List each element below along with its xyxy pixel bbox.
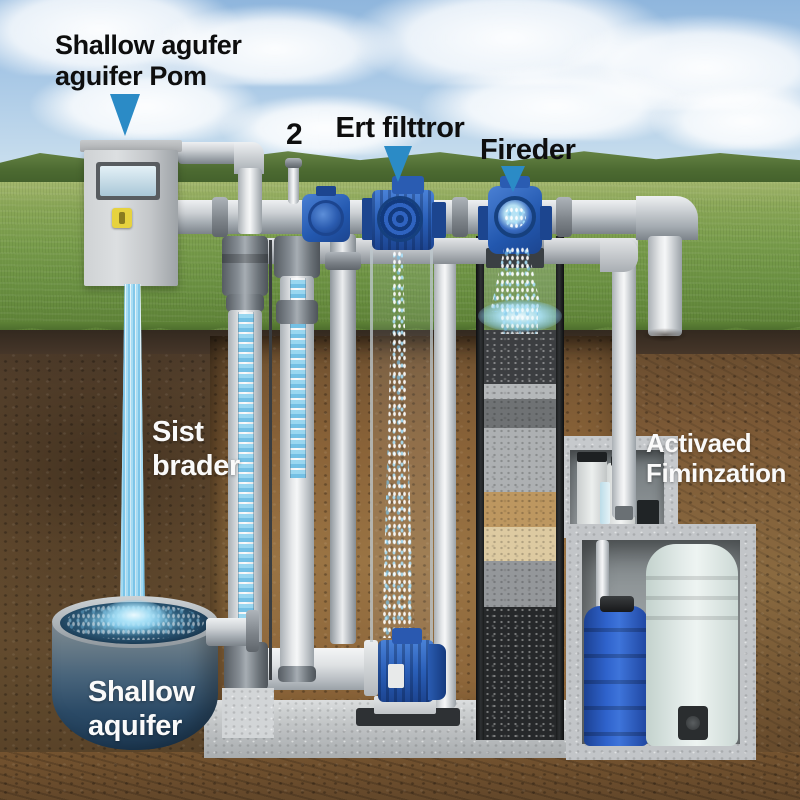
- wellhead-riser-pipe: [238, 168, 262, 234]
- label-aquifer-line2: aquifer: [88, 709, 182, 742]
- filter-layer-sand-tan: [484, 492, 556, 527]
- wellhead-2-body: [274, 236, 320, 278]
- feeder-face-water: [504, 206, 526, 228]
- control-panel-screen[interactable]: [100, 166, 156, 196]
- sand-filter-pump-face: [377, 196, 423, 242]
- gauge-cap: [285, 158, 302, 168]
- label-well-pump-line1: Shallow agufer: [55, 30, 242, 60]
- label-well-pump: Shallow agufer aguifer Pom: [55, 30, 242, 93]
- storage-tank-pale-ribs: [646, 560, 738, 634]
- well-1-water-window: [238, 312, 254, 652]
- filter-layer-sand-cream: [484, 527, 556, 561]
- booster-pump-nameplate: [388, 664, 404, 688]
- filter-unit-a-cap: [577, 452, 607, 462]
- soil-bottom-strip: [0, 752, 800, 800]
- vault-black-box: [637, 500, 659, 528]
- label-soil: Sist brader: [152, 416, 240, 483]
- pipe-ground-shadow: [642, 328, 688, 342]
- basin-outlet-flange: [246, 610, 259, 652]
- control-panel-lid: [80, 140, 182, 152]
- main-pipe-coupling: [212, 197, 228, 237]
- wellhead-1-collar: [226, 294, 264, 312]
- filter-column-frame-right: [556, 236, 564, 740]
- well-pump-arrow-icon: [110, 94, 140, 136]
- feeder-arrow-icon: [501, 166, 525, 192]
- label-feeder: Fireder: [480, 134, 576, 166]
- gray-riser-pipe: [330, 234, 356, 644]
- label-well-pump-line2: aguifer Pom: [55, 61, 207, 92]
- tank-spigot-valve: [686, 716, 700, 730]
- down-pipe-nozzle: [615, 506, 633, 520]
- sand-filter-pump-flange-right: [432, 202, 446, 238]
- control-panel-knob-handle: [119, 212, 125, 224]
- label-sand-filter: Ert filttror: [335, 112, 465, 144]
- label-soil-line1: Sist: [152, 416, 204, 448]
- cloud: [650, 85, 800, 150]
- sand-filter-pump-flange-left: [362, 198, 374, 240]
- booster-pump-body: [378, 640, 434, 702]
- filter-layer-gravel-gray: [484, 428, 556, 492]
- pump-suction-flange: [364, 640, 378, 696]
- filter-layer-light-gray: [484, 384, 556, 399]
- label-aquifer-line1: Shallow: [88, 676, 195, 708]
- well-2-bottom-collar: [278, 666, 316, 682]
- inline-valve-cap: [316, 186, 336, 196]
- gray-riser-coupling: [325, 252, 361, 270]
- main-pipe-coupling: [452, 197, 468, 237]
- filter-layer-mid-gray: [484, 399, 556, 428]
- down-pipe-to-vault: [612, 256, 636, 518]
- gauge-stem-pipe: [288, 164, 299, 204]
- filter-clear-tube: [600, 482, 610, 524]
- lower-header-elbow: [600, 238, 638, 272]
- filter-layer-gray: [484, 561, 556, 607]
- filter-layer-carbon-black: [484, 607, 556, 740]
- well-2-water-window: [290, 278, 306, 478]
- inline-valve-face: [308, 200, 344, 236]
- label-aquifer: Shallow aquifer: [88, 676, 195, 743]
- booster-pump-terminal: [392, 628, 422, 644]
- feeder-flange-left: [478, 206, 490, 240]
- main-pipe-coupling: [556, 197, 572, 237]
- wellhead-1-body: [222, 236, 268, 296]
- label-activated: Activaed Fiminzation: [646, 428, 786, 488]
- storage-tank-blue-cap: [600, 596, 634, 612]
- feeder-flange-right: [540, 206, 552, 240]
- aquifer-basin-splash: [102, 600, 166, 630]
- booster-pump-endcap: [428, 644, 446, 700]
- pump-return-pipe: [434, 258, 456, 708]
- sand-filter-arrow-icon: [384, 146, 412, 182]
- label-soil-line2: brader: [152, 449, 240, 482]
- right-drop-pipe: [648, 236, 682, 336]
- filter-column-frame-left: [476, 236, 484, 740]
- well-2-mid-collar: [276, 300, 318, 324]
- cloud: [420, 65, 690, 140]
- filter-layer-charcoal: [484, 330, 556, 384]
- wellhead-1-ring: [222, 254, 268, 263]
- well-1-foot-block: [222, 688, 274, 738]
- sensor-rod: [269, 240, 272, 680]
- main-pipe-elbow-right: [636, 196, 698, 240]
- well-discharge-stream: [120, 284, 145, 614]
- storage-tank-blue: [584, 606, 648, 746]
- feeder-water-trickle: [500, 306, 538, 334]
- label-activated-line2: Fiminzation: [646, 458, 787, 489]
- label-activated-line1: Activaed: [646, 428, 752, 458]
- label-marker-2: 2: [286, 118, 303, 151]
